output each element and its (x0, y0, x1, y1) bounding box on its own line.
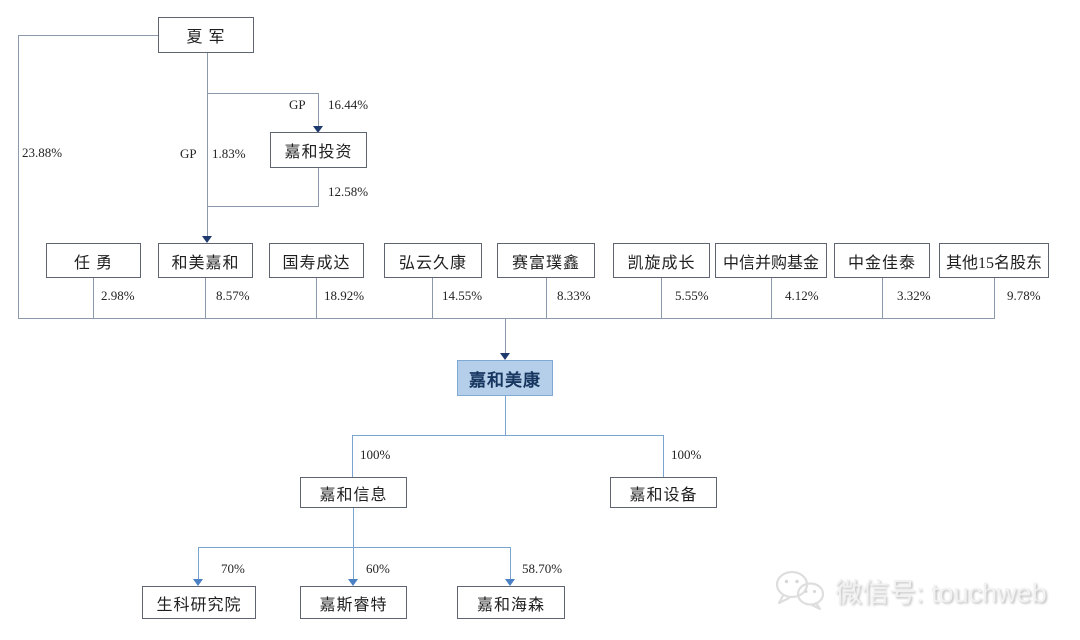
node-jiahe-meikang: 嘉和美康 (457, 360, 553, 396)
connector-line (663, 435, 664, 477)
pct-shareholder: 8.57% (216, 288, 250, 303)
connector-line (18, 35, 158, 36)
pct-grandchild: 70% (221, 561, 245, 576)
pct-shareholder: 4.12% (785, 288, 819, 303)
connector-line (198, 547, 510, 548)
connector-line (432, 278, 433, 318)
arrowhead-down (313, 126, 323, 133)
node-hongyun-jiukang: 弘云久康 (384, 243, 482, 278)
connector-line (198, 547, 199, 579)
node-zhongjin-jiatai: 中金佳泰 (834, 243, 930, 278)
node-jiahe-touzi: 嘉和投资 (270, 132, 367, 168)
pct-shareholder: 3.32% (897, 288, 931, 303)
pct-subsidiary: 100% (360, 447, 391, 462)
node-renyong: 任 勇 (46, 243, 141, 278)
pct-grandchild: 58.70% (522, 561, 563, 576)
wechat-icon (775, 570, 825, 611)
pct-shareholder: 14.55% (442, 288, 483, 303)
connector-line (318, 168, 319, 206)
pct-gp-jiahe-touzi: 16.44% (328, 97, 369, 112)
connector-line (353, 508, 354, 547)
connector-line (18, 35, 19, 318)
connector-line (510, 547, 511, 579)
node-hemei-jiahe: 和美嘉和 (158, 243, 253, 278)
connector-line (93, 278, 94, 318)
arrowhead-down (193, 579, 203, 586)
node-jiahe-xinxi: 嘉和信息 (300, 477, 407, 508)
connector-line (205, 278, 206, 318)
node-jiahe-shebei: 嘉和设备 (610, 477, 717, 508)
connector-line (207, 53, 208, 237)
connector-line (316, 278, 317, 318)
gp-tag: GP (180, 146, 197, 161)
connector-line (505, 318, 506, 354)
connector-line (771, 278, 772, 318)
connector-line (352, 435, 663, 436)
connector-line (994, 278, 995, 318)
watermark: 微信号: touchweb (772, 569, 1047, 611)
arrowhead-down (348, 579, 358, 586)
node-saifu-puxin: 赛富璞鑫 (497, 243, 595, 278)
connector-line (18, 318, 995, 319)
connector-line (352, 435, 353, 477)
connector-line (207, 206, 319, 207)
pct-shareholder: 8.33% (557, 288, 591, 303)
arrowhead-down (202, 236, 212, 243)
node-shengke-institute: 生科研究院 (142, 586, 256, 619)
connector-line (546, 278, 547, 318)
connector-line (661, 278, 662, 318)
node-guoshou-chengda: 国寿成达 (269, 243, 364, 278)
connector-line (207, 93, 318, 94)
pct-shareholder: 9.78% (1007, 288, 1041, 303)
connector-line (353, 547, 354, 579)
node-zhongxin-buyout-fund: 中信并购基金 (715, 243, 827, 278)
pct-shareholder: 18.92% (324, 288, 365, 303)
connector-line (505, 396, 506, 435)
node-jiahe-haisen: 嘉和海森 (457, 586, 565, 619)
pct-gp-hemei-jiahe: 1.83% (212, 146, 246, 161)
node-kaixuan-chengzhang: 凯旋成长 (613, 243, 710, 278)
watermark-text: 微信号: touchweb (835, 577, 1047, 608)
arrowhead-down (505, 579, 515, 586)
connector-line (318, 93, 319, 126)
pct-grandchild: 60% (366, 561, 390, 576)
node-jiasiruite: 嘉斯睿特 (300, 586, 407, 619)
pct-shareholder: 2.98% (101, 288, 135, 303)
node-xiajun: 夏 军 (158, 17, 254, 53)
node-other-15-shareholders: 其他15名股东 (939, 243, 1049, 278)
pct-jiahe-touzi-holding: 12.58% (328, 184, 369, 199)
gp-tag: GP (289, 97, 306, 112)
arrowhead-down (500, 353, 510, 360)
connector-line (882, 278, 883, 318)
pct-subsidiary: 100% (671, 447, 702, 462)
pct-shareholder: 5.55% (675, 288, 709, 303)
pct-xiajun-direct: 23.88% (22, 145, 63, 160)
